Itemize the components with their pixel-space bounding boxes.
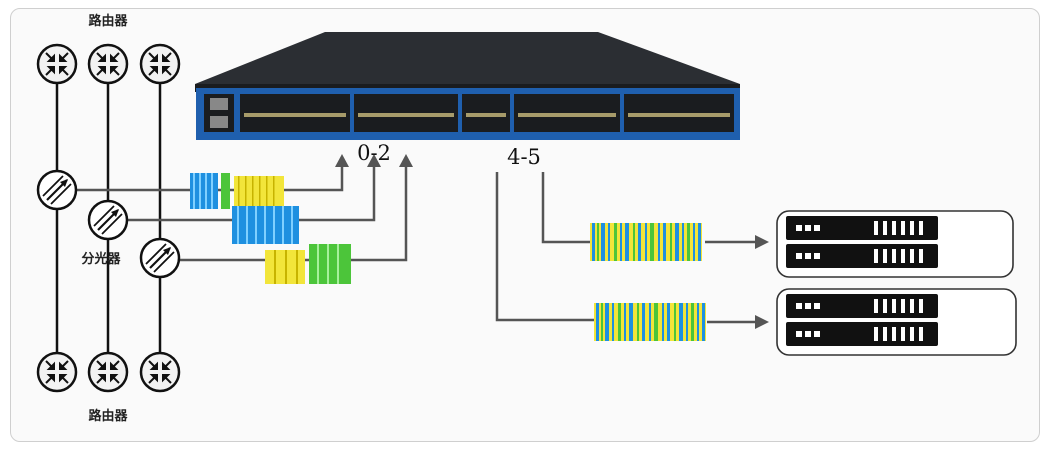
server-icon (786, 216, 938, 240)
router-icon (87, 43, 129, 85)
router-label-top: 路由器 (88, 13, 128, 29)
server-icon (786, 294, 938, 318)
packet-stream-1 (232, 206, 299, 244)
server-icon (786, 244, 938, 268)
optical-splitter-icon (139, 237, 181, 279)
splitter-label: 分光器 (81, 251, 121, 267)
router-icon (36, 43, 78, 85)
network-switch (195, 32, 740, 140)
packet-stream-out-1 (594, 303, 706, 341)
optical-splitter-icon (36, 169, 78, 211)
port-label-left: 0-2 (357, 141, 391, 165)
router-label-bottom: 路由器 (88, 408, 128, 424)
router-icon (36, 351, 78, 393)
router-icon (139, 43, 181, 85)
packet-stream-0 (190, 173, 284, 209)
server-icon (786, 322, 938, 346)
router-icon (87, 351, 129, 393)
optical-splitter-icon (87, 199, 129, 241)
packet-stream-out-0 (590, 223, 702, 261)
packet-stream-2 (265, 244, 351, 284)
tap-lines (76, 165, 760, 324)
router-icon (139, 351, 181, 393)
arrow-icon (335, 154, 769, 329)
port-label-right: 4-5 (507, 145, 541, 169)
